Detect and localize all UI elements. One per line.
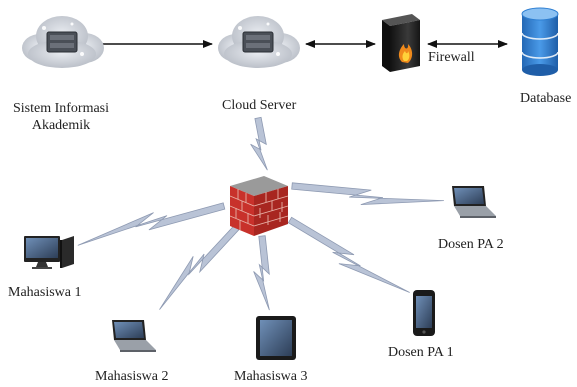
- dosen-pa-2-label: Dosen PA 2: [438, 237, 504, 252]
- laptop-icon: [112, 320, 156, 352]
- firewall-appliance-icon: [382, 14, 420, 72]
- firewall-label: Firewall: [428, 50, 475, 65]
- desktop-computer-icon: [24, 236, 74, 269]
- wireless-link-firewall-to-mahasiswa-2: [159, 223, 241, 310]
- database-label: Database: [520, 91, 572, 106]
- database-icon: [521, 7, 559, 76]
- mahasiswa-1-label: Mahasiswa 1: [8, 285, 82, 300]
- wireless-link-firewall-to-mahasiswa-1: [77, 202, 226, 246]
- smartphone-icon: [413, 290, 435, 336]
- dosen-pa-1-label: Dosen PA 1: [388, 345, 454, 360]
- laptop-icon: [452, 186, 496, 218]
- sia-cloud-icon: [22, 16, 104, 68]
- cloud-server-label: Cloud Server: [222, 98, 297, 113]
- sia-label: Sistem Informasi Akademik: [0, 100, 122, 134]
- wireless-link-firewall-to-mahasiswa-3: [253, 235, 270, 311]
- cloud-server-icon: [218, 16, 300, 68]
- wireless-link-firewall-to-dosen-pa-1: [287, 216, 410, 293]
- sia-label-line1: Sistem Informasi: [12, 101, 110, 116]
- brick-firewall-icon: [229, 176, 289, 236]
- wireless-link-firewall-to-dosen-pa-2: [291, 182, 444, 205]
- sia-label-line2: Akademik: [31, 118, 91, 133]
- mahasiswa-3-label: Mahasiswa 3: [234, 369, 308, 384]
- wireless-links: [77, 116, 444, 311]
- wireless-link-cloud-to-firewall: [250, 116, 268, 171]
- tablet-icon: [256, 316, 296, 360]
- mahasiswa-2-label: Mahasiswa 2: [95, 369, 169, 384]
